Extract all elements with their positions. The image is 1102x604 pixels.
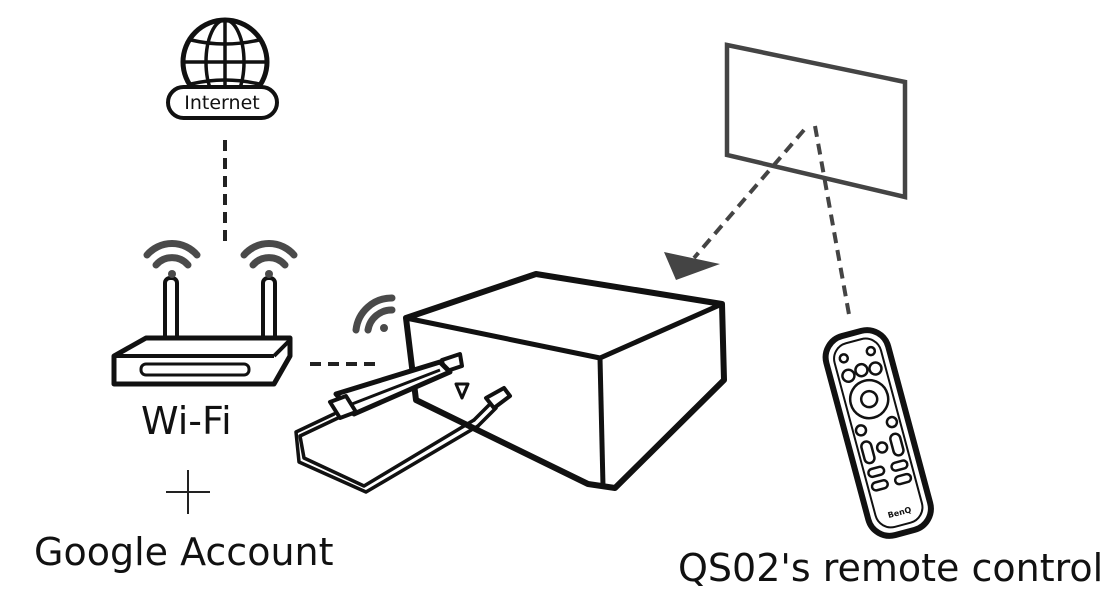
projection-arrow bbox=[664, 128, 806, 280]
remote-control: BenQ bbox=[822, 327, 934, 539]
projection-screen bbox=[724, 42, 908, 200]
wifi-label: Wi-Fi bbox=[141, 399, 232, 443]
router-wifi-icon-right bbox=[240, 240, 298, 278]
internet-badge: Internet bbox=[166, 85, 279, 120]
plus-icon bbox=[166, 470, 210, 514]
hdmi-dongle bbox=[328, 352, 464, 420]
usb-power-cable bbox=[294, 382, 512, 494]
router-icon bbox=[111, 276, 293, 387]
router-wifi-icon-left bbox=[143, 240, 201, 278]
remote-control-label: QS02's remote control bbox=[678, 546, 1102, 590]
projector-device bbox=[403, 271, 727, 491]
internet-label: Internet bbox=[184, 92, 259, 114]
dongle-wifi-icon bbox=[352, 294, 396, 334]
remote-screen-link bbox=[813, 125, 852, 321]
google-account-label: Google Account bbox=[34, 530, 334, 574]
